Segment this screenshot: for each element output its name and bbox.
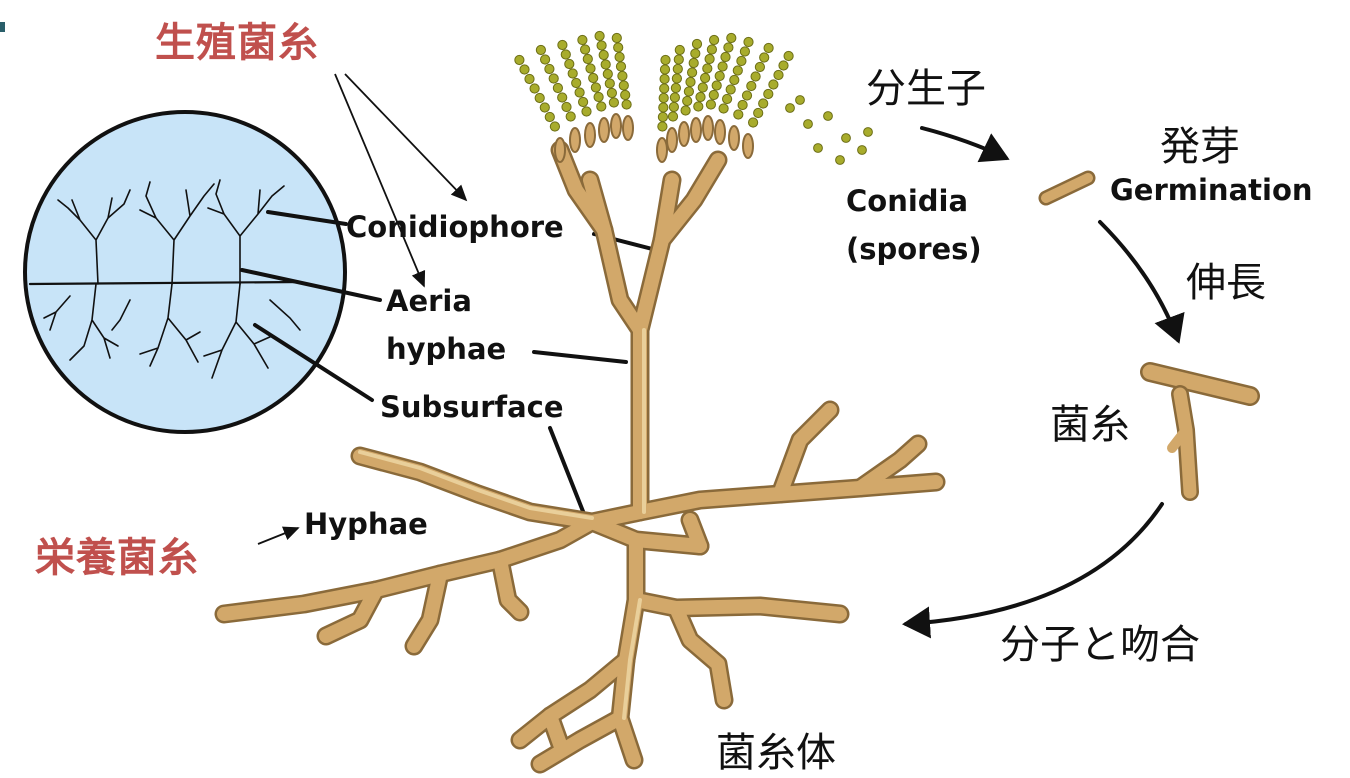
conidiophore-head	[515, 31, 873, 164]
germination-jp-label: 発芽	[1160, 114, 1240, 172]
colony-magnified-circle	[25, 112, 345, 432]
conidium-jp-label: 分生子	[866, 56, 986, 114]
elongation-jp-label: 伸長	[1186, 250, 1266, 308]
vegetative-hyphae-label: 栄養菌糸	[35, 525, 199, 583]
germination-label: Germination	[1110, 172, 1313, 208]
subsurface-label: Subsurface	[380, 389, 564, 425]
reproductive-hyphae-label: 生殖菌糸	[155, 10, 319, 68]
aerial-hyphae-label-line2: hyphae	[386, 331, 506, 367]
hypha-jp-label: 菌糸	[1050, 392, 1130, 450]
aerial-hyphae-label-line1: Aeria	[386, 283, 472, 319]
fusion-jp-label: 分子と吻合	[1000, 612, 1200, 670]
conidia-label-line2: (spores)	[846, 231, 982, 267]
hyphae-label: Hyphae	[304, 506, 428, 542]
conidiophore-label: Conidiophore	[346, 209, 564, 245]
conidia-label-line1: Conidia	[846, 183, 968, 219]
mycelium-jp-label: 菌糸体	[716, 720, 836, 778]
